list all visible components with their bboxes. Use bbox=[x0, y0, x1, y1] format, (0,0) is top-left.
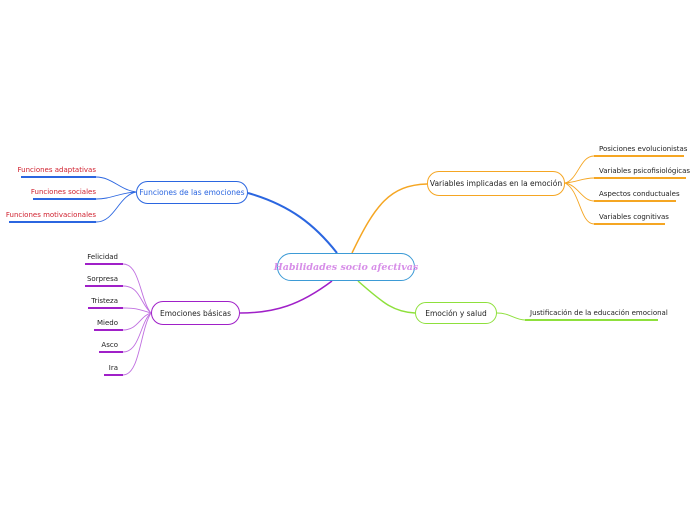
topic-funciones-label: Funciones de las emociones bbox=[139, 188, 245, 197]
subtopic-aspectos-conductuales[interactable]: Aspectos conductuales bbox=[599, 190, 680, 198]
connector-basicas bbox=[239, 280, 333, 314]
connector-funciones-3 bbox=[95, 191, 137, 223]
topic-variables-implicadas[interactable]: Variables implicadas en la emoción bbox=[427, 171, 565, 196]
connector-funciones bbox=[247, 192, 338, 254]
subtopic-sorpresa[interactable]: Sorpresa bbox=[86, 275, 118, 283]
connector-variables-1 bbox=[564, 155, 595, 184]
connector-basicas-1 bbox=[122, 263, 152, 314]
connector-funciones-1 bbox=[95, 176, 137, 193]
connector-salud-1 bbox=[496, 312, 526, 321]
topic-salud-label: Emoción y salud bbox=[425, 308, 487, 318]
connector-basicas-5 bbox=[122, 312, 152, 353]
subtopic-felicidad[interactable]: Felicidad bbox=[87, 253, 118, 261]
connector-variables-3 bbox=[564, 182, 595, 202]
subtopic-asco[interactable]: Asco bbox=[101, 341, 118, 349]
subtopic-variables-cognitivas[interactable]: Variables cognitivas bbox=[599, 213, 669, 221]
subtopic-miedo[interactable]: Miedo bbox=[96, 319, 118, 327]
connector-basicas-2 bbox=[122, 285, 152, 314]
topic-variables-label: Variables implicadas en la emoción bbox=[429, 179, 563, 188]
subtopic-posiciones-evolucionistas[interactable]: Posiciones evolucionistas bbox=[599, 145, 688, 153]
subtopic-justificacion-educacion[interactable]: Justificación de la educación emocional bbox=[530, 309, 668, 317]
subtopic-ira[interactable]: Ira bbox=[108, 364, 118, 372]
connector-funciones-2 bbox=[95, 191, 137, 200]
topic-emociones-basicas[interactable]: Emociones básicas bbox=[151, 301, 240, 325]
connector-basicas-4 bbox=[122, 312, 152, 331]
connector-salud bbox=[357, 280, 416, 314]
topic-basicas-label: Emociones básicas bbox=[159, 308, 232, 318]
connector-variables bbox=[351, 183, 428, 254]
central-topic[interactable]: Habilidades socio afectivas bbox=[274, 253, 418, 281]
subtopic-variables-psicofisiologicas[interactable]: Variables psicofisiológicas bbox=[599, 167, 691, 175]
central-topic-label: Habilidades socio afectivas bbox=[273, 261, 419, 273]
connector-variables-4 bbox=[564, 182, 595, 225]
subtopic-tristeza[interactable]: Tristeza bbox=[91, 297, 118, 305]
subtopic-funciones-adaptativas[interactable]: Funciones adaptativas bbox=[17, 166, 96, 174]
connector-basicas-6 bbox=[122, 312, 152, 376]
connector-basicas-3 bbox=[122, 307, 152, 314]
connector-variables-2 bbox=[564, 177, 595, 184]
topic-funciones-emociones[interactable]: Funciones de las emociones bbox=[136, 181, 248, 204]
subtopic-funciones-motivacionales[interactable]: Funciones motivacionales bbox=[5, 211, 96, 219]
topic-emocion-salud[interactable]: Emoción y salud bbox=[415, 302, 497, 324]
subtopic-funciones-sociales[interactable]: Funciones sociales bbox=[30, 188, 96, 196]
